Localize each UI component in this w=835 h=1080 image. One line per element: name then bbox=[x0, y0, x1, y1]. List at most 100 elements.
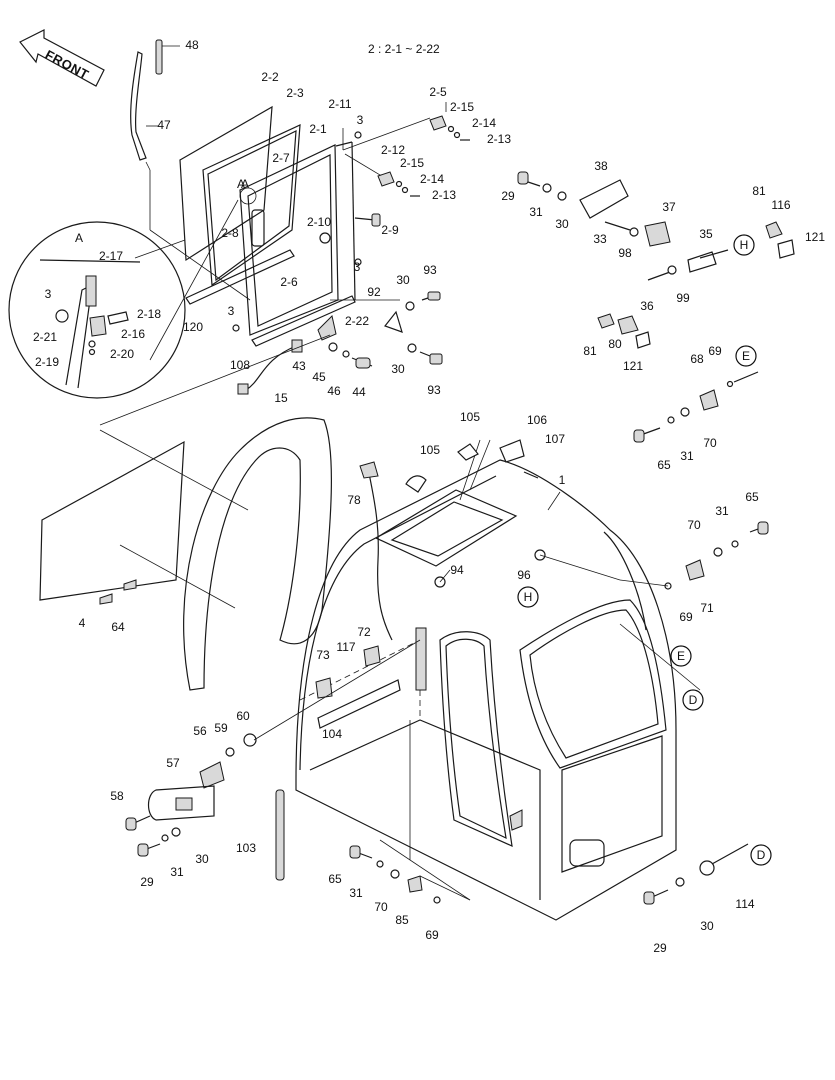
part-label: 58 bbox=[110, 789, 124, 803]
part-label: 56 bbox=[193, 724, 207, 738]
reference-marker: D bbox=[750, 844, 772, 866]
part-label: 30 bbox=[700, 919, 714, 933]
part-label: 2-21 bbox=[33, 330, 57, 344]
part-label: 2-14 bbox=[472, 116, 496, 130]
reference-marker: H bbox=[517, 586, 539, 608]
part-label: 121 bbox=[805, 230, 825, 244]
part-label: 47 bbox=[157, 118, 171, 132]
reference-marker: H bbox=[733, 234, 755, 256]
hinge-parts bbox=[377, 102, 470, 197]
part-label: 72 bbox=[357, 625, 371, 639]
part-label: 2-11 bbox=[328, 97, 351, 111]
reference-circles: H E H E D D bbox=[517, 234, 772, 866]
note-text: 2 : 2-1 ~ 2-22 bbox=[368, 42, 440, 56]
part-label: 31 bbox=[349, 886, 363, 900]
part-label: 29 bbox=[653, 941, 667, 955]
part-label: 70 bbox=[687, 518, 701, 532]
part-label: 93 bbox=[427, 383, 441, 397]
part-label: 30 bbox=[391, 362, 405, 376]
front-arrow: FRONT bbox=[19, 29, 105, 87]
part-label: 29 bbox=[140, 875, 154, 889]
part-label: 2-22 bbox=[345, 314, 369, 328]
part-label: 30 bbox=[195, 852, 209, 866]
hardware-lower-left bbox=[125, 639, 421, 857]
part-label: 105 bbox=[460, 410, 480, 424]
part-label: 31 bbox=[680, 449, 694, 463]
part-label: 3 bbox=[45, 287, 52, 301]
part-label: 68 bbox=[690, 352, 704, 366]
part-label: 44 bbox=[352, 385, 366, 399]
part-label: 80 bbox=[608, 337, 622, 351]
part-label: 92 bbox=[367, 285, 381, 299]
part-label: 46 bbox=[327, 384, 341, 398]
reference-letter: D bbox=[689, 693, 698, 707]
part-label: 105 bbox=[420, 443, 440, 457]
part-label: 43 bbox=[292, 359, 306, 373]
reference-circle bbox=[750, 844, 772, 866]
part-label: 94 bbox=[450, 563, 464, 577]
part-label: 65 bbox=[745, 490, 759, 504]
part-label: 70 bbox=[703, 436, 717, 450]
part-label: 2-5 bbox=[429, 85, 447, 99]
hardware-43-44-108 bbox=[99, 315, 373, 426]
part-label: 73 bbox=[316, 648, 330, 662]
part-label: 2-15 bbox=[400, 156, 424, 170]
part-label: 108 bbox=[230, 358, 250, 372]
wiper-assembly bbox=[130, 39, 251, 301]
part-label: 93 bbox=[423, 263, 437, 277]
part-label: 2-9 bbox=[381, 223, 399, 237]
part-label: 2-20 bbox=[110, 347, 134, 361]
part-label: 2-18 bbox=[137, 307, 161, 321]
part-label: 38 bbox=[594, 159, 608, 173]
reference-circle bbox=[517, 586, 539, 608]
part-label: 35 bbox=[699, 227, 713, 241]
part-label: 29 bbox=[501, 189, 515, 203]
reference-letter: H bbox=[740, 238, 749, 252]
reference-marker: E bbox=[670, 645, 692, 667]
part-label: 70 bbox=[374, 900, 388, 914]
part-label: 3 bbox=[228, 304, 235, 318]
part-label: 2-1 bbox=[309, 122, 327, 136]
part-label: 31 bbox=[529, 205, 543, 219]
part-label: 65 bbox=[328, 872, 342, 886]
part-label: 69 bbox=[708, 344, 722, 358]
part-label: 69 bbox=[679, 610, 693, 624]
part-label: 31 bbox=[170, 865, 184, 879]
part-number-labels: 48472-22-32-1132-12-7A2-52-152-142-132-1… bbox=[33, 38, 825, 955]
part-label: 45 bbox=[312, 370, 326, 384]
part-label: 114 bbox=[735, 897, 754, 911]
hardware-bottom-right bbox=[643, 843, 749, 905]
part-label: 15 bbox=[274, 391, 288, 405]
part-label: 2-8 bbox=[221, 226, 239, 240]
part-label: 30 bbox=[396, 273, 410, 287]
part-label: 2-13 bbox=[432, 188, 456, 202]
reference-marker: E bbox=[735, 345, 757, 367]
hardware-right-mid bbox=[619, 521, 769, 691]
reference-marker: D bbox=[682, 689, 704, 711]
part-label: 2-14 bbox=[420, 172, 444, 186]
part-label: 117 bbox=[336, 640, 355, 654]
part-label: 64 bbox=[111, 620, 125, 634]
hardware-right-top bbox=[517, 171, 795, 349]
part-label: 2-7 bbox=[272, 151, 290, 165]
part-label: 2-6 bbox=[280, 275, 298, 289]
part-label: 59 bbox=[214, 721, 228, 735]
hardware-68-70 bbox=[633, 371, 759, 443]
reference-letter: E bbox=[677, 649, 685, 663]
door-glass-and-seal bbox=[39, 417, 332, 691]
reference-circle bbox=[682, 689, 704, 711]
part-label: 2-19 bbox=[35, 355, 59, 369]
part-label: 120 bbox=[183, 320, 203, 334]
part-label: 2-10 bbox=[307, 215, 331, 229]
part-label: 106 bbox=[527, 413, 547, 427]
hardware-bottom bbox=[349, 720, 471, 904]
reference-letter: D bbox=[757, 848, 766, 862]
cab-body bbox=[295, 439, 677, 921]
part-label: 36 bbox=[640, 299, 654, 313]
part-label: 60 bbox=[236, 709, 250, 723]
part-label: 33 bbox=[593, 232, 607, 246]
part-label: 98 bbox=[618, 246, 632, 260]
reference-circle bbox=[670, 645, 692, 667]
